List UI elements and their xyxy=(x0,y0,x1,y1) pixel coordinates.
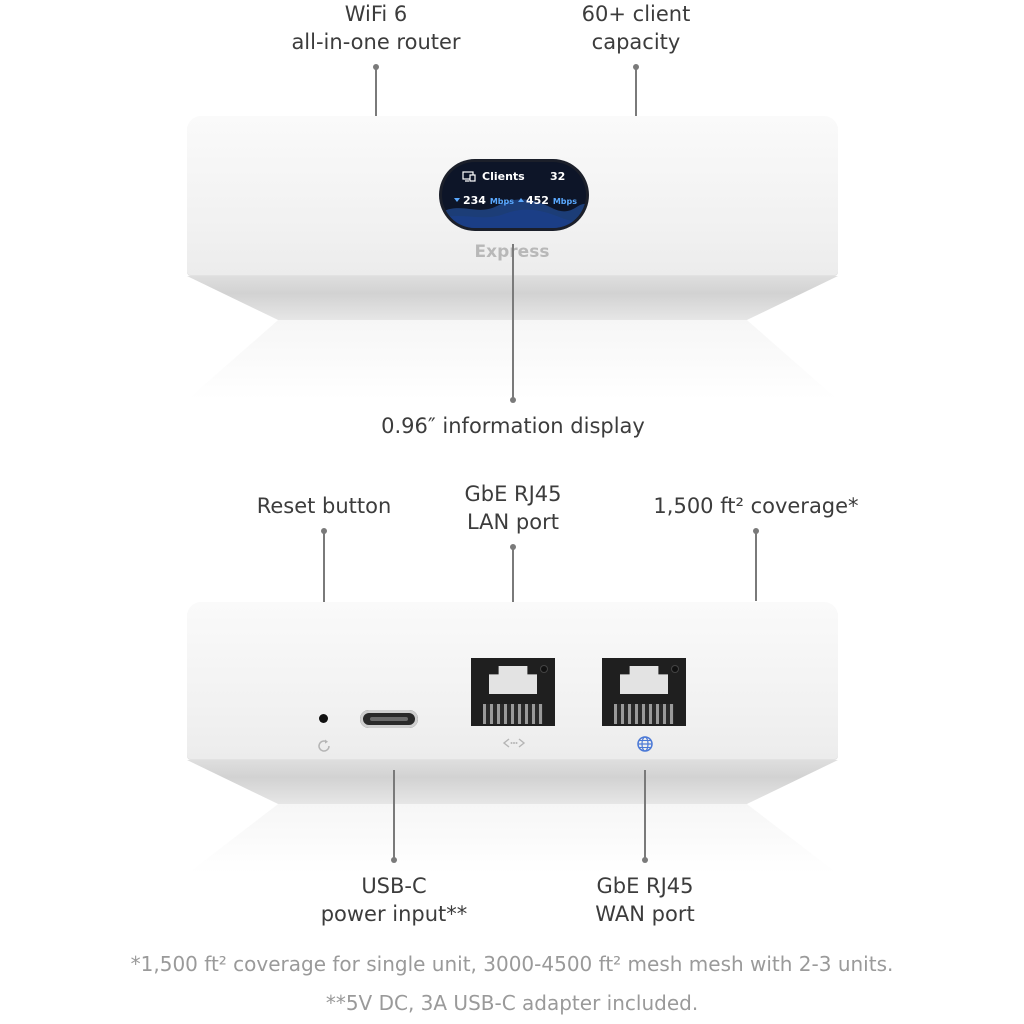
reset-button xyxy=(319,714,328,723)
leader-line xyxy=(393,770,395,860)
lan-arrows-icon xyxy=(502,738,526,748)
callout-reset: Reset button xyxy=(256,494,392,518)
up-arrow-icon xyxy=(518,198,524,202)
callout-capacity: 60+ client capacity xyxy=(581,2,691,54)
footnote-adapter: **5V DC, 3A USB-C adapter included. xyxy=(325,991,699,1015)
usb-c-port xyxy=(360,710,418,728)
leader-dot xyxy=(510,397,516,403)
leader-line xyxy=(375,67,377,119)
download-value: 234 Mbps xyxy=(463,194,514,207)
traffic-graph xyxy=(442,199,586,228)
upload-value: 452 Mbps xyxy=(526,194,577,207)
lan-port xyxy=(471,658,555,726)
callout-wifi: WiFi 6 all-in-one router xyxy=(291,2,461,54)
footnote-coverage: *1,500 ft² coverage for single unit, 300… xyxy=(130,952,894,976)
reset-icon xyxy=(318,739,330,752)
information-display: Clients 32 234 Mbps 452 Mbps xyxy=(442,162,586,228)
leader-line xyxy=(644,770,646,860)
device-screen-icon xyxy=(462,171,476,182)
callout-usbc: USB-C power input** xyxy=(320,874,468,926)
leader-dot xyxy=(642,857,648,863)
callout-wan: GbE RJ45 WAN port xyxy=(595,874,695,926)
clients-value: 32 xyxy=(550,170,566,183)
callout-lan: GbE RJ45 LAN port xyxy=(464,482,562,534)
callout-coverage: 1,500 ft² coverage* xyxy=(653,494,859,518)
globe-icon xyxy=(637,736,653,752)
wan-port xyxy=(602,658,686,726)
clients-label: Clients xyxy=(482,170,525,183)
leader-dot xyxy=(391,857,397,863)
leader-line xyxy=(755,531,757,601)
leader-line xyxy=(635,67,637,119)
down-arrow-icon xyxy=(454,198,460,202)
router-rear-reflection xyxy=(187,804,838,874)
router-rear-base xyxy=(187,760,838,804)
callout-display: 0.96″ information display xyxy=(381,414,645,438)
leader-line xyxy=(512,244,514,400)
